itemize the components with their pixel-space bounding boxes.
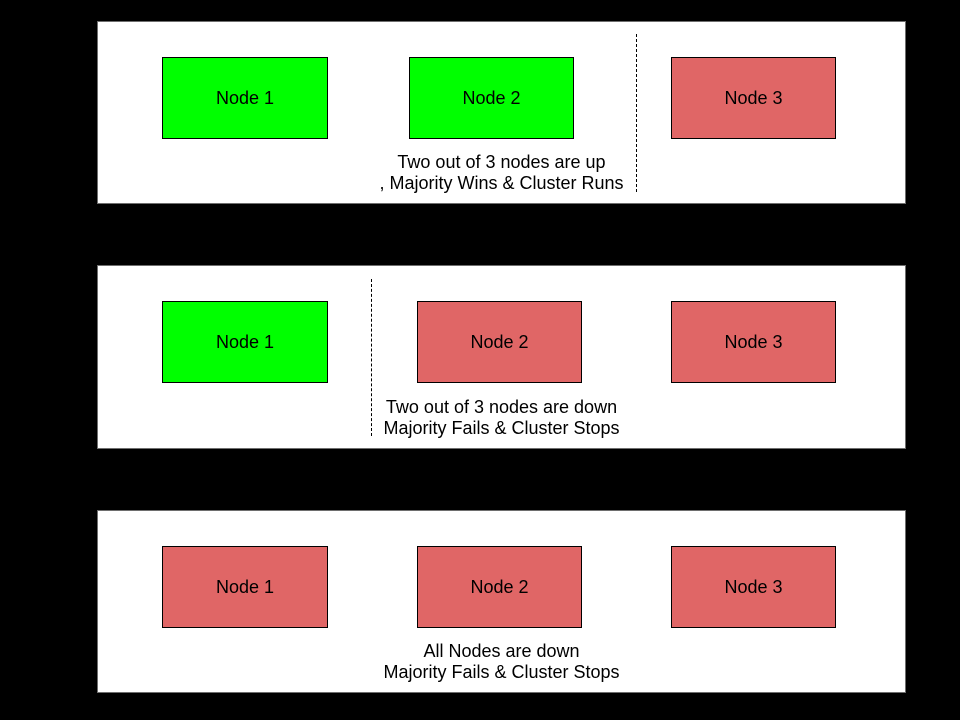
panel-caption: All Nodes are down Majority Fails & Clus… <box>98 641 905 683</box>
panel-two-nodes-up: Node 1 Node 2 Node 3 Two out of 3 nodes … <box>97 21 906 204</box>
node-1-label: Node 1 <box>215 576 275 597</box>
node-2-label: Node 2 <box>470 576 529 597</box>
panel-all-nodes-down: Node 1 Node 2 Node 3 All Nodes are down … <box>97 510 906 693</box>
panel-two-nodes-down: Node 1 Node 2 Node 3 Two out of 3 nodes … <box>97 265 906 449</box>
caption-line-2: , Majority Wins & Cluster Runs <box>379 173 624 193</box>
node-1-box: Node 1 <box>162 301 328 383</box>
panel-caption: Two out of 3 nodes are up , Majority Win… <box>98 152 905 194</box>
caption-line-1: Two out of 3 nodes are up <box>397 152 606 172</box>
node-1-label: Node 1 <box>215 87 275 108</box>
caption-line-2: Majority Fails & Cluster Stops <box>383 662 620 682</box>
node-2-label: Node 2 <box>462 87 521 108</box>
node-2-box: Node 2 <box>409 57 574 139</box>
partition-dashed-line <box>371 279 372 436</box>
caption-line-1: Two out of 3 nodes are down <box>385 397 618 417</box>
node-1-label: Node 1 <box>215 331 275 352</box>
caption-line-2: Majority Fails & Cluster Stops <box>383 418 620 438</box>
node-2-label: Node 2 <box>470 331 529 352</box>
node-2-box: Node 2 <box>417 301 582 383</box>
node-1-box: Node 1 <box>162 546 328 628</box>
node-3-label: Node 3 <box>724 87 783 108</box>
caption-line-1: All Nodes are down <box>423 641 580 661</box>
node-2-box: Node 2 <box>417 546 582 628</box>
node-1-box: Node 1 <box>162 57 328 139</box>
panel-caption: Two out of 3 nodes are down Majority Fai… <box>98 397 905 439</box>
node-3-label: Node 3 <box>724 331 783 352</box>
node-3-box: Node 3 <box>671 57 836 139</box>
partition-dashed-line <box>636 34 637 192</box>
node-3-label: Node 3 <box>724 576 783 597</box>
node-3-box: Node 3 <box>671 301 836 383</box>
node-3-box: Node 3 <box>671 546 836 628</box>
